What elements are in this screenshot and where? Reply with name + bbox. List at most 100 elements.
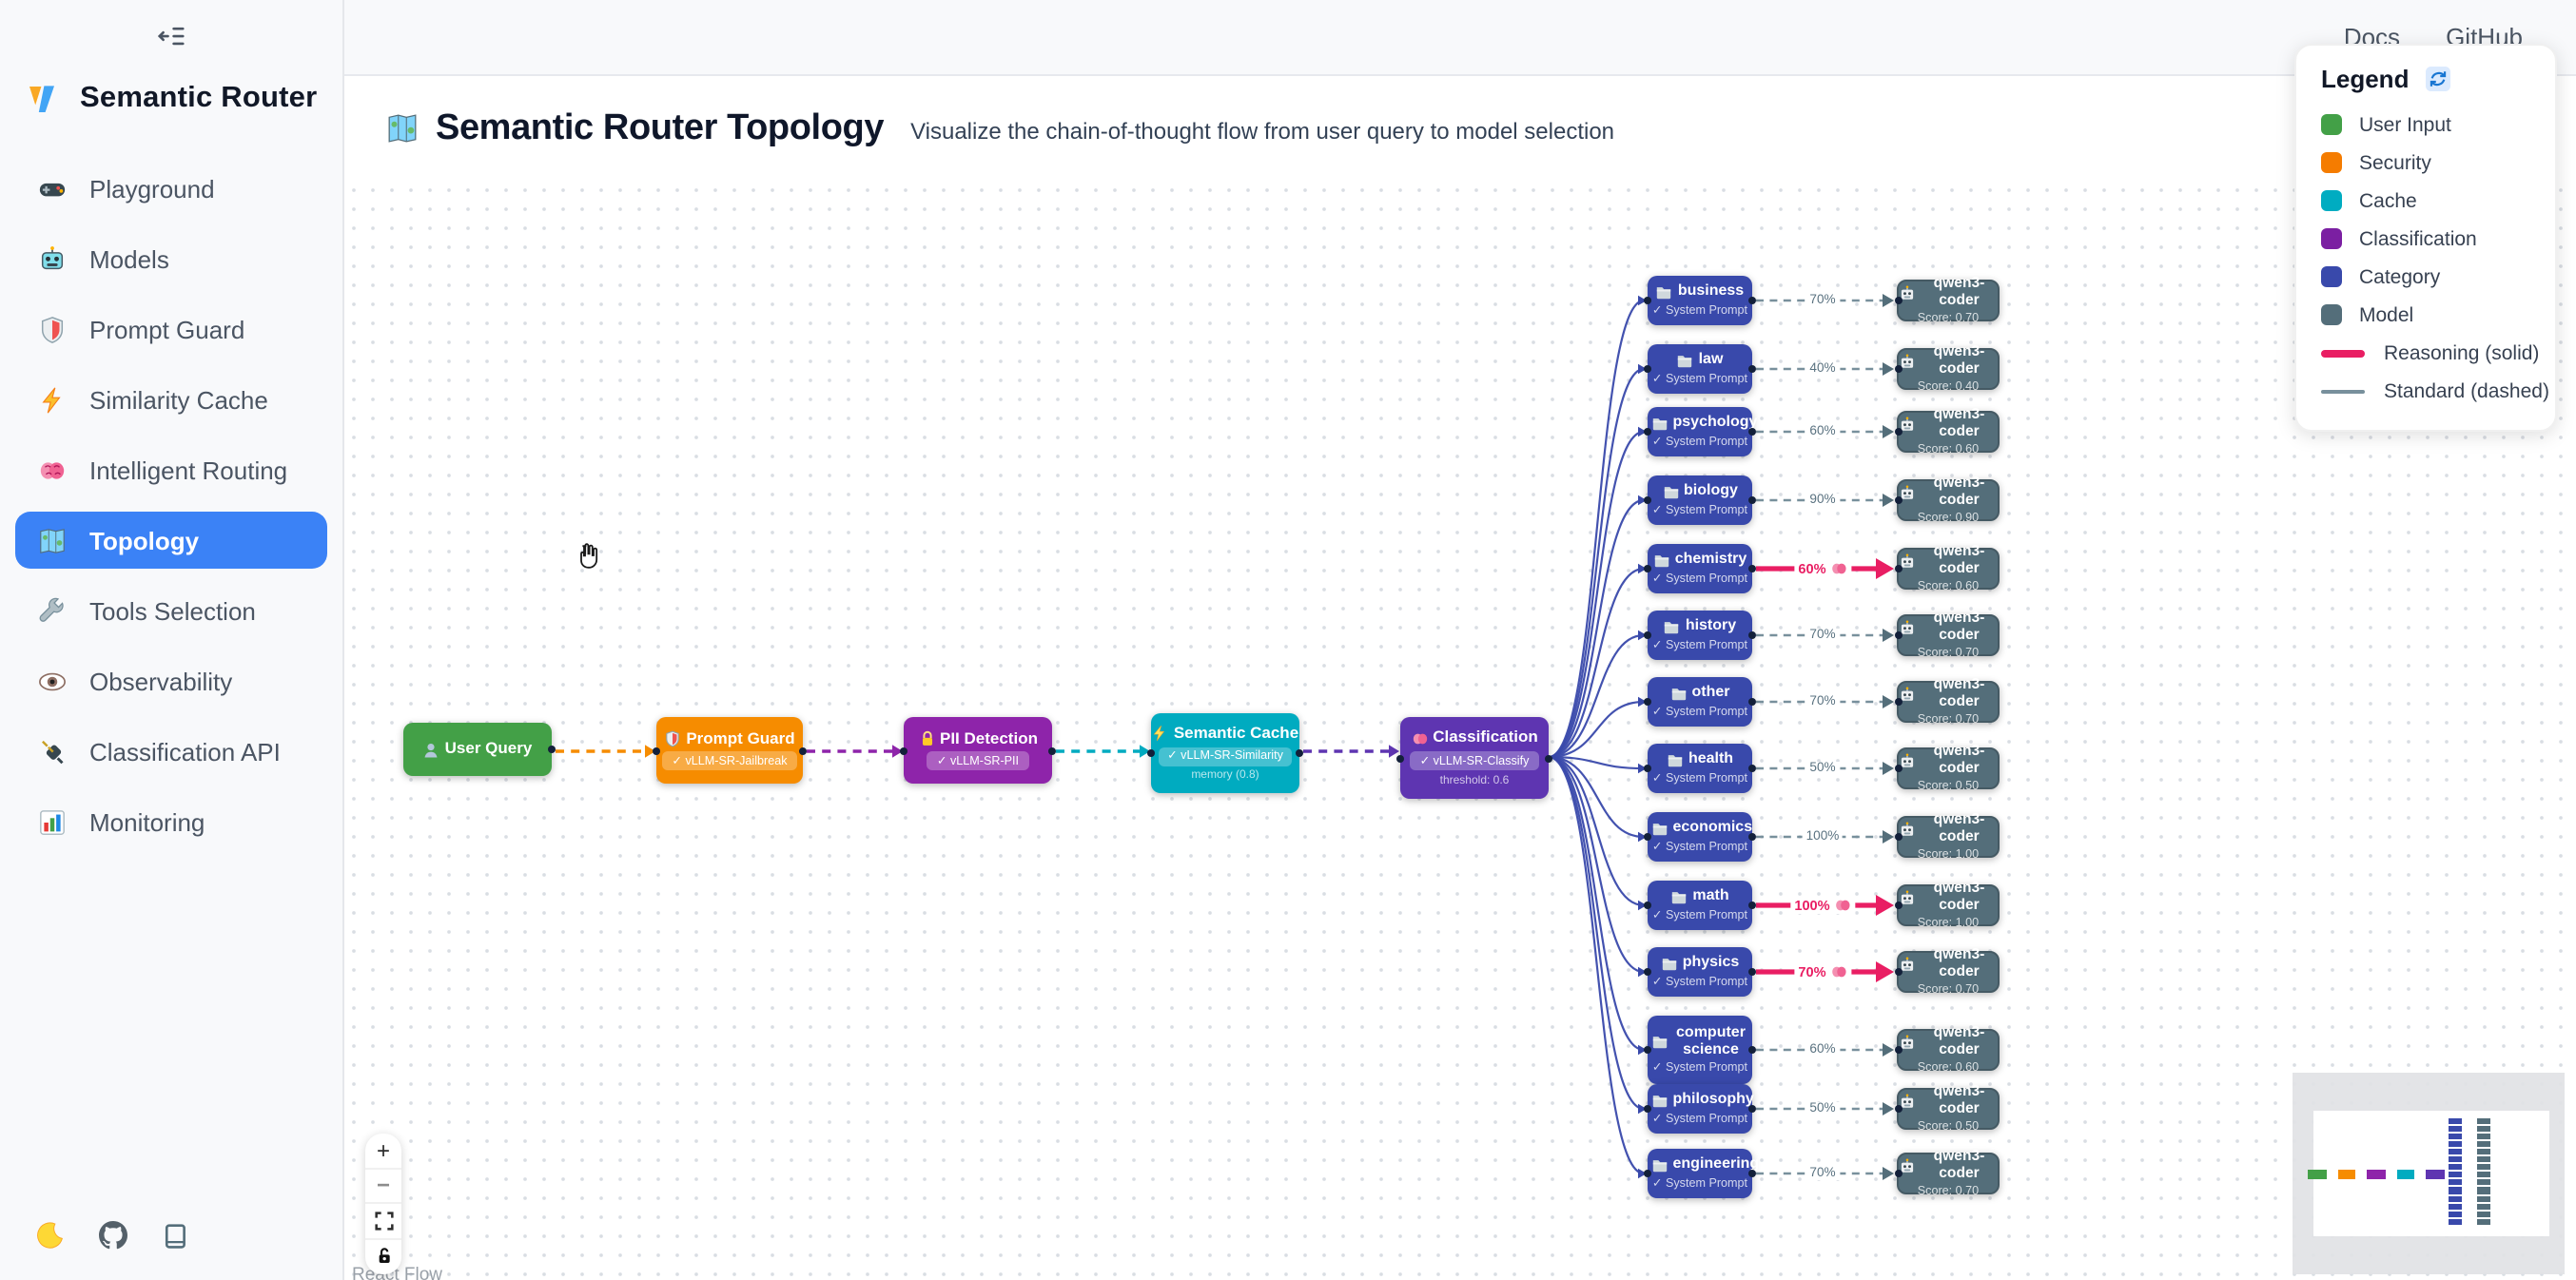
node-handle[interactable] [653,747,660,754]
node-handle[interactable] [1895,496,1903,504]
category-node-engineering[interactable]: engineering✓ System Prompt [1644,1149,1759,1198]
node-handle[interactable] [1644,1046,1651,1054]
node-handle[interactable] [1644,765,1651,772]
refresh-icon[interactable] [2426,67,2451,91]
node-handle[interactable] [1644,1105,1651,1113]
node-handle[interactable] [548,746,556,753]
category-node-history[interactable]: history✓ System Prompt [1644,611,1756,660]
node-handle[interactable] [1644,428,1651,436]
sidebar-item-observability[interactable]: Observability [15,652,327,709]
minimap[interactable] [2293,1073,2565,1274]
node-handle[interactable] [1895,902,1903,909]
node-handle[interactable] [1644,496,1651,504]
node-handle[interactable] [1644,1170,1651,1177]
node-handle[interactable] [1748,1046,1756,1054]
sidebar-item-tools-selection[interactable]: Tools Selection [15,582,327,639]
node-handle[interactable] [1748,1170,1756,1177]
node-handle[interactable] [1748,902,1756,909]
node-handle[interactable] [1644,968,1651,976]
category-node-economics[interactable]: economics✓ System Prompt [1644,812,1756,862]
node-handle[interactable] [900,747,907,754]
category-node-physics[interactable]: physics✓ System Prompt [1644,947,1756,997]
zoom-out-button[interactable]: − [365,1169,401,1204]
node-handle[interactable] [1748,631,1756,639]
node-handle[interactable] [1748,428,1756,436]
node-handle[interactable] [1895,1170,1903,1177]
category-node-philosophy[interactable]: philosophy✓ System Prompt [1644,1084,1756,1134]
node-handle[interactable] [1895,565,1903,572]
node-handle[interactable] [1748,297,1756,304]
category-node-math[interactable]: math✓ System Prompt [1644,881,1756,930]
node-handle[interactable] [1644,365,1651,373]
node-handle[interactable] [1644,833,1651,841]
sidebar-item-models[interactable]: Models [15,230,327,287]
node-handle[interactable] [1748,833,1756,841]
node-handle[interactable] [1895,428,1903,436]
node-handle[interactable] [1147,749,1155,757]
node-handle[interactable] [799,747,807,754]
lock-button[interactable] [365,1239,401,1274]
node-handle[interactable] [1644,902,1651,909]
sidebar-item-monitoring[interactable]: Monitoring [15,793,327,850]
sidebar-item-topology[interactable]: Topology [15,512,327,569]
node-handle[interactable] [1895,365,1903,373]
node-handle[interactable] [1895,765,1903,772]
category-node-psychology[interactable]: psychology✓ System Prompt [1644,407,1757,456]
node-handle[interactable] [1644,565,1651,572]
github-footer-link[interactable] [99,1221,127,1259]
theme-toggle-button[interactable] [36,1221,65,1259]
category-node-biology[interactable]: biology✓ System Prompt [1644,475,1756,525]
brand[interactable]: Semantic Router [0,49,342,118]
node-handle[interactable] [1748,365,1756,373]
node-handle[interactable] [1748,496,1756,504]
node-handle[interactable] [1748,765,1756,772]
fit-view-button[interactable] [365,1204,401,1239]
category-node-business[interactable]: business✓ System Prompt [1644,276,1756,325]
node-prompt-guard[interactable]: Prompt Guard✓ vLLM-SR-Jailbreak [653,717,807,784]
node-handle[interactable] [1048,747,1056,754]
node-handle[interactable] [1644,297,1651,304]
category-node-other[interactable]: other✓ System Prompt [1644,677,1756,727]
node-handle[interactable] [1895,631,1903,639]
node-handle[interactable] [1748,698,1756,706]
node-pii-detection[interactable]: PII Detection✓ vLLM-SR-PII [900,717,1056,784]
node-handle[interactable] [1748,1105,1756,1113]
sidebar-item-intelligent-routing[interactable]: Intelligent Routing [15,441,327,498]
sidebar-item-similarity-cache[interactable]: Similarity Cache [15,371,327,428]
zoom-in-button[interactable]: + [365,1134,401,1169]
sidebar-item-classification-api[interactable]: Classification API [15,723,327,780]
docs-footer-link[interactable] [162,1222,188,1258]
collapse-sidebar-button[interactable] [0,0,342,49]
node-handle[interactable] [1644,698,1651,706]
node-handle[interactable] [1396,754,1404,762]
sidebar-item-prompt-guard[interactable]: Prompt Guard [15,301,327,358]
category-node-law[interactable]: law✓ System Prompt [1644,344,1756,394]
sidebar-item-playground[interactable]: Playground [15,160,327,217]
node-handle[interactable] [1895,1046,1903,1054]
node-handle[interactable] [1895,833,1903,841]
node-handle[interactable] [1895,968,1903,976]
node-handle[interactable] [1895,698,1903,706]
node-handle[interactable] [1895,297,1903,304]
category-node-chemistry[interactable]: chemistry✓ System Prompt [1644,544,1756,593]
node-handle[interactable] [1748,565,1756,572]
category-node-health[interactable]: health✓ System Prompt [1644,744,1756,793]
node-handle[interactable] [1748,968,1756,976]
category-node-computer-science[interactable]: computer science✓ System Prompt [1644,1016,1756,1084]
